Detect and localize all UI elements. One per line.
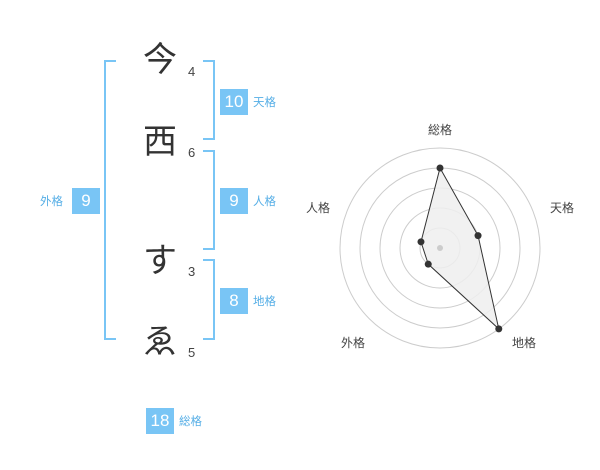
- radar-label-jinkaku: 人格: [306, 201, 331, 215]
- gaikaku-label: 外格: [40, 194, 63, 208]
- tenkaku-label: 天格: [253, 95, 276, 109]
- radar-label-chikaku: 地格: [512, 336, 537, 350]
- chikaku-value: 8: [220, 288, 248, 314]
- radar-label-soukaku: 総格: [428, 123, 453, 137]
- stroke-count-2: 6: [188, 145, 196, 160]
- tenkaku-value: 10: [220, 89, 248, 115]
- radar-point-3: [495, 325, 503, 333]
- name-char-2: 西: [143, 122, 177, 162]
- radar-point-2: [474, 232, 482, 240]
- radar-center-dot: [437, 245, 443, 251]
- jinkaku-value: 9: [220, 188, 248, 214]
- radar-ring: [339, 147, 541, 349]
- name-char-1: 今: [143, 40, 177, 80]
- jinkaku-label: 人格: [253, 194, 276, 208]
- name-char-3: す: [143, 241, 177, 281]
- radar-point-1: [436, 164, 444, 172]
- radar-label-tenkaku: 天格: [550, 201, 575, 215]
- chikaku-bracket: [203, 259, 215, 340]
- soukaku-label: 総格: [179, 414, 202, 428]
- chikaku-label: 地格: [253, 294, 276, 308]
- gaikaku-value: 9: [72, 188, 100, 214]
- name-char-4: ゑ: [143, 322, 177, 362]
- radar-point-4: [424, 260, 432, 268]
- tenkaku-bracket: [203, 60, 215, 140]
- stroke-count-3: 3: [188, 264, 196, 279]
- soukaku-value: 18: [146, 408, 174, 434]
- gaikaku-bracket: [104, 60, 116, 340]
- radar-label-gaikaku: 外格: [341, 336, 366, 350]
- jinkaku-bracket: [203, 150, 215, 250]
- stroke-count-4: 5: [188, 345, 196, 360]
- stroke-count-1: 4: [188, 64, 196, 79]
- radar-point-5: [417, 238, 425, 246]
- radar-polygon: [420, 166, 500, 331]
